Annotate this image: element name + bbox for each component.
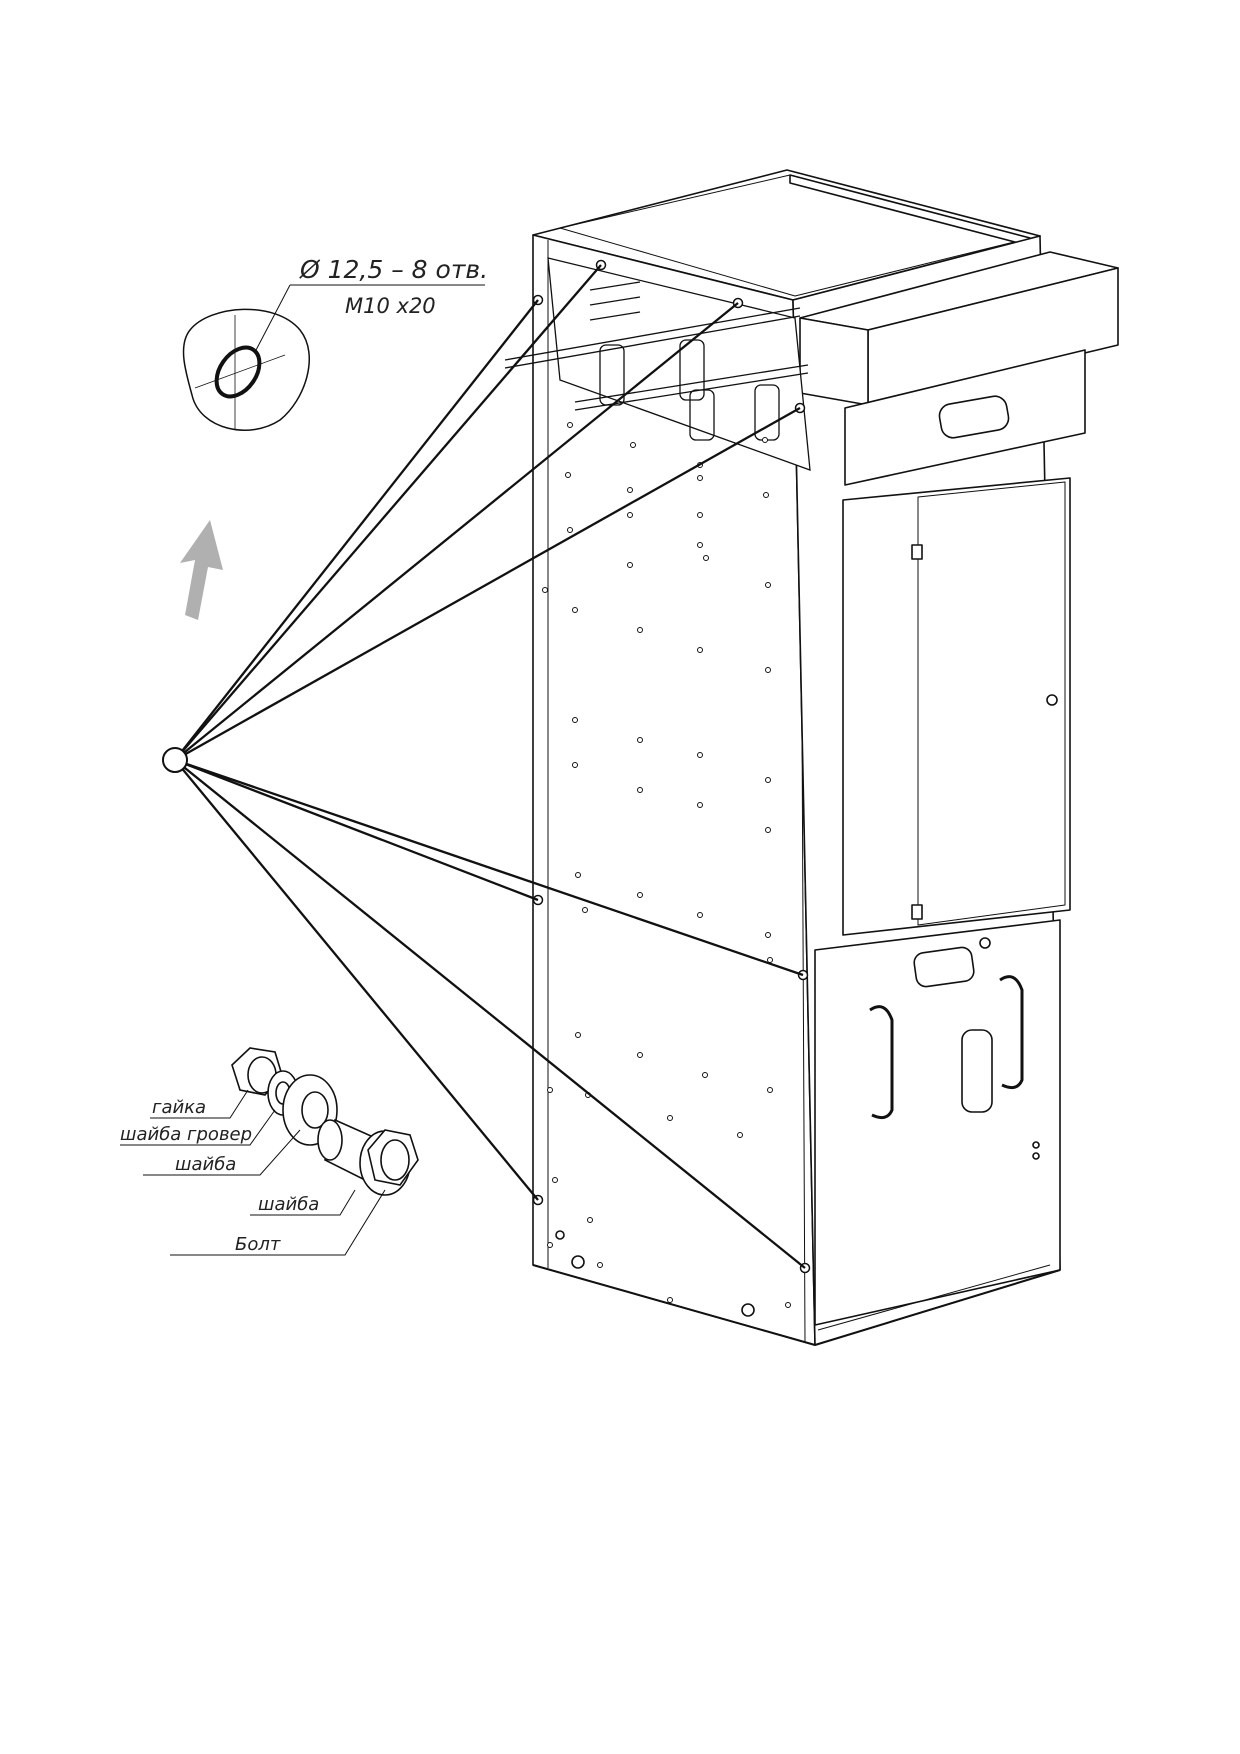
upper-window-slot (938, 395, 1010, 439)
label-bolt: Болт (235, 1234, 281, 1255)
left-handle-icon (869, 1005, 894, 1120)
direction-arrow-icon (180, 520, 223, 620)
busbar-opening (547, 257, 811, 471)
hole-detail-callout (182, 284, 485, 431)
bolt-head-icon (367, 1129, 419, 1186)
bolt-spec-text: М10 х20 (345, 294, 436, 318)
right-handle-icon (999, 975, 1024, 1090)
cable-duct-side (799, 317, 869, 406)
detail-blob (182, 308, 310, 431)
label-nut: гайка (152, 1097, 206, 1118)
relay-compartment-door (842, 477, 1071, 936)
door-lock-icon (1046, 694, 1058, 706)
label-washer-2: шайба (258, 1194, 319, 1215)
hole-spec-text: Ø 12,5 – 8 отв. (299, 255, 488, 284)
relay-door-inner (917, 481, 1066, 926)
inspection-window (961, 1029, 993, 1113)
lower-window-slot (913, 946, 975, 988)
leader-lines (174, 264, 806, 1269)
leader-origin-point (162, 747, 188, 773)
label-spring-washer: шайба гровер (120, 1124, 252, 1145)
label-washer-1: шайба (175, 1154, 236, 1175)
fastener-assembly (231, 1047, 419, 1196)
switchgear-cabinet (532, 169, 1119, 1346)
side-panel-holes (542, 422, 791, 1308)
fastener-leaders (120, 1089, 386, 1256)
hole-icon (214, 345, 262, 399)
busbar-compartment (504, 257, 811, 471)
